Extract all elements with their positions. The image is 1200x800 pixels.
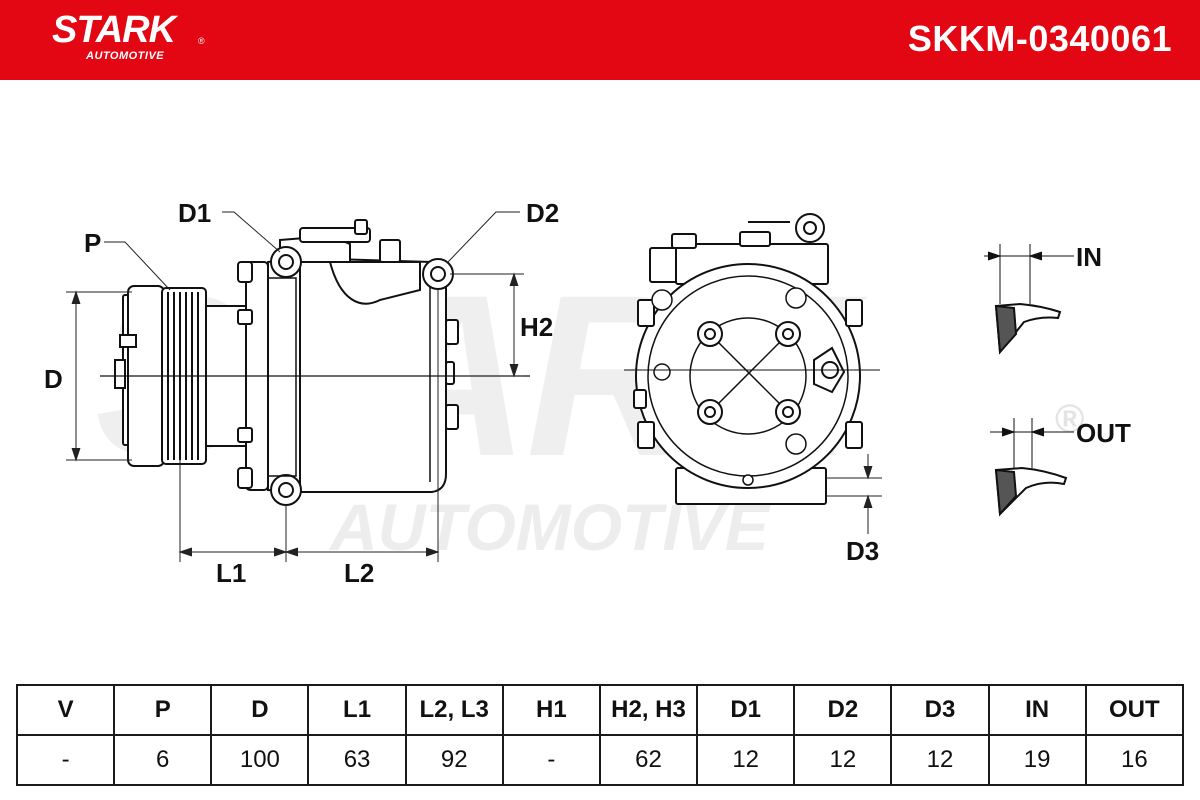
header-p: P [113, 684, 213, 736]
value-d1: 12 [696, 734, 796, 786]
brand-subtitle: AUTOMOTIVE [86, 50, 165, 62]
label-d: D [44, 364, 63, 394]
header-h1: H1 [501, 684, 601, 736]
spec-table-header-row: V P D L1 L2, L3 H1 H2, H3 D1 D2 D3 IN OU… [15, 684, 1185, 736]
header-bar: STARK ® AUTOMOTIVE SKKM-0340061 [0, 0, 1200, 80]
fitting-in [984, 244, 1074, 355]
value-in: 19 [987, 734, 1087, 786]
technical-drawing: STARK AUTOMOTIVE ® [44, 198, 1131, 588]
compressor-side-view [114, 219, 459, 506]
label-l1: L1 [216, 558, 246, 588]
value-l2-l3: 92 [404, 734, 504, 786]
value-out: 16 [1084, 734, 1185, 786]
value-d2: 12 [793, 734, 893, 786]
label-p: P [84, 228, 101, 258]
label-d3: D3 [846, 536, 879, 566]
value-d3: 12 [890, 734, 990, 786]
label-l2: L2 [344, 558, 374, 588]
header-d3: D3 [890, 684, 990, 736]
label-out: OUT [1076, 418, 1131, 448]
header-h2-h3: H2, H3 [598, 684, 699, 736]
header-out: OUT [1084, 684, 1185, 736]
value-l1: 63 [307, 734, 407, 786]
header-v: V [15, 684, 116, 736]
label-d2: D2 [526, 198, 559, 228]
header-d1: D1 [696, 684, 796, 736]
value-v: - [15, 734, 116, 786]
header-d: D [210, 684, 310, 736]
part-number: SKKM-0340061 [907, 18, 1172, 59]
header-l2-l3: L2, L3 [404, 684, 504, 736]
value-d: 100 [210, 734, 310, 786]
label-d1: D1 [178, 198, 211, 228]
header-l1: L1 [307, 684, 407, 736]
brand-registered-mark: ® [198, 36, 205, 46]
fitting-out [990, 418, 1074, 517]
dimension-d3 [826, 454, 882, 534]
watermark-registered-mark: ® [1055, 397, 1084, 441]
header-d2: D2 [793, 684, 893, 736]
value-h1: - [501, 734, 601, 786]
value-h2-h3: 62 [598, 734, 699, 786]
value-p: 6 [113, 734, 213, 786]
label-in: IN [1076, 242, 1102, 272]
spec-table: V P D L1 L2, L3 H1 H2, H3 D1 D2 D3 IN OU… [15, 684, 1185, 786]
dimension-lines-side [66, 211, 524, 562]
compressor-rear-view [633, 213, 863, 505]
label-h2: H2 [520, 312, 553, 342]
header-in: IN [987, 684, 1087, 736]
spec-table-value-row: - 6 100 63 92 - 62 12 12 12 19 16 [15, 734, 1185, 786]
brand-logo: STARK [52, 9, 176, 51]
